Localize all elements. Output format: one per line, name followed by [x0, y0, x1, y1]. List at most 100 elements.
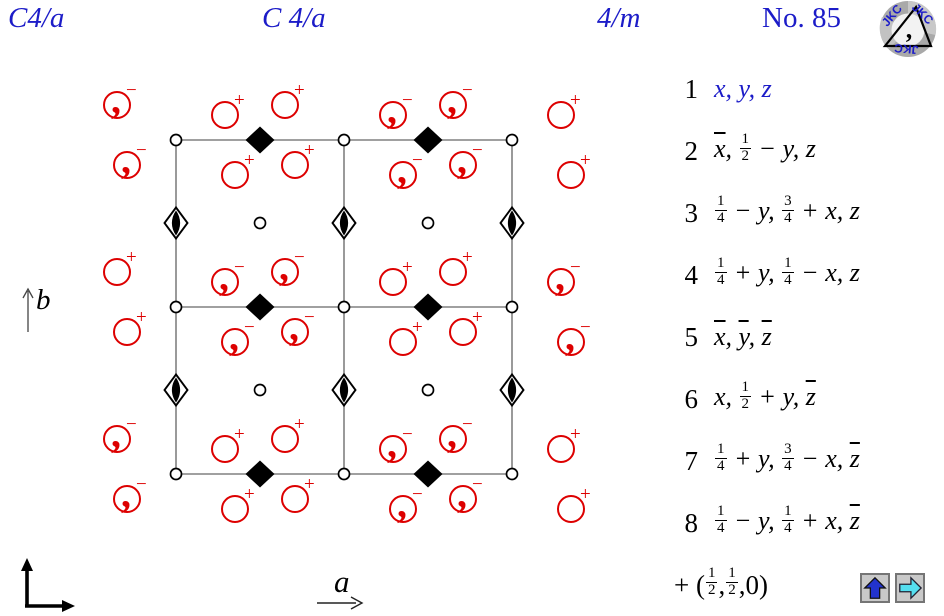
atom-height-sign: −	[570, 257, 581, 278]
atom-height-sign: +	[244, 150, 255, 171]
atom-height-sign: +	[570, 90, 581, 111]
nav-next-button[interactable]	[895, 573, 925, 603]
atom-comma-glyph: ,	[279, 244, 289, 289]
atom-circle-plus	[557, 161, 585, 189]
atom-circle-minus	[449, 151, 477, 179]
atom-circle-plus	[281, 485, 309, 513]
atom-height-sign: −	[402, 90, 413, 111]
fourfold-axis-symbol	[413, 460, 443, 488]
atom-circle-plus	[281, 151, 309, 179]
atom-circle-minus	[389, 495, 417, 523]
atom-circle-minus	[379, 435, 407, 463]
inversion-center-symbol	[505, 467, 519, 481]
atom-circle-plus	[439, 258, 467, 286]
operation-number: 4	[684, 259, 699, 290]
atom-height-sign: +	[294, 80, 305, 101]
atom-height-sign: −	[472, 140, 483, 161]
atom-circle-plus	[547, 101, 575, 129]
twofold-lens-symbol	[339, 377, 349, 403]
overbar-coordinate: y	[738, 322, 749, 351]
atom-circle-minus	[449, 485, 477, 513]
operation-coordinates: x, y, z	[714, 322, 772, 351]
atom-circle-minus	[281, 318, 309, 346]
atom-circle-plus	[449, 318, 477, 346]
inversion-center-symbol	[337, 133, 351, 147]
atom-height-sign: −	[126, 80, 137, 101]
atom-circle-plus	[221, 161, 249, 189]
logo-letters: JKC	[893, 41, 918, 57]
a-axis-arrow	[317, 596, 364, 610]
jkc-logo[interactable]: , JKC JKC JKC	[876, 0, 940, 58]
inversion-center-symbol	[253, 216, 267, 230]
atom-circle-plus	[221, 495, 249, 523]
atom-height-sign: +	[294, 414, 305, 435]
operation-number: 2	[684, 135, 699, 166]
atom-circle-plus	[271, 91, 299, 119]
atom-comma-glyph: ,	[121, 137, 131, 182]
atom-height-sign: −	[462, 80, 473, 101]
atom-circle-plus	[389, 328, 417, 356]
atom-circle-minus	[379, 101, 407, 129]
atom-comma-glyph: ,	[111, 411, 121, 456]
overbar-coordinate: z	[761, 322, 772, 351]
inversion-center-symbol	[505, 300, 519, 314]
inversion-center-symbol	[421, 216, 435, 230]
atom-height-sign: −	[402, 424, 413, 445]
fourfold-axis-symbol	[245, 293, 275, 321]
up-arrow-icon	[863, 576, 887, 599]
atom-circle-minus	[113, 485, 141, 513]
fourfold-axis-symbol	[245, 460, 275, 488]
logo-comma: ,	[906, 15, 913, 44]
atom-height-sign: +	[402, 257, 413, 278]
inversion-center-symbol	[169, 467, 183, 481]
inversion-center-symbol	[169, 300, 183, 314]
atom-circle-plus	[211, 435, 239, 463]
atom-comma-glyph: ,	[447, 77, 457, 122]
atom-height-sign: −	[126, 414, 137, 435]
atom-height-sign: +	[462, 247, 473, 268]
atom-comma-glyph: ,	[397, 481, 407, 526]
atom-height-sign: +	[234, 424, 245, 445]
atom-height-sign: −	[412, 150, 423, 171]
atom-circle-plus	[271, 425, 299, 453]
operation-number: 1	[684, 73, 699, 104]
atom-circle-minus	[113, 151, 141, 179]
inversion-center-symbol	[169, 133, 183, 147]
atom-height-sign: −	[472, 474, 483, 495]
atom-height-sign: −	[462, 414, 473, 435]
b-axis-arrow	[22, 287, 34, 332]
twofold-lens-symbol	[171, 210, 181, 236]
atom-comma-glyph: ,	[387, 87, 397, 132]
atom-height-sign: −	[304, 307, 315, 328]
atom-height-sign: +	[570, 424, 581, 445]
atom-circle-minus	[439, 91, 467, 119]
nav-up-button[interactable]	[860, 573, 890, 603]
atom-circle-minus	[439, 425, 467, 453]
atom-circle-plus	[547, 435, 575, 463]
atom-height-sign: −	[136, 474, 147, 495]
atom-height-sign: +	[304, 474, 315, 495]
atom-circle-plus	[379, 268, 407, 296]
inversion-center-symbol	[337, 467, 351, 481]
right-arrow-icon	[899, 576, 923, 600]
overbar-coordinate: x	[714, 134, 726, 164]
atom-height-sign: +	[136, 307, 147, 328]
atom-height-sign: +	[580, 484, 591, 505]
atom-height-sign: −	[136, 140, 147, 161]
atom-circle-minus	[103, 425, 131, 453]
atom-circle-minus	[103, 91, 131, 119]
operation-number: 7	[684, 445, 699, 476]
